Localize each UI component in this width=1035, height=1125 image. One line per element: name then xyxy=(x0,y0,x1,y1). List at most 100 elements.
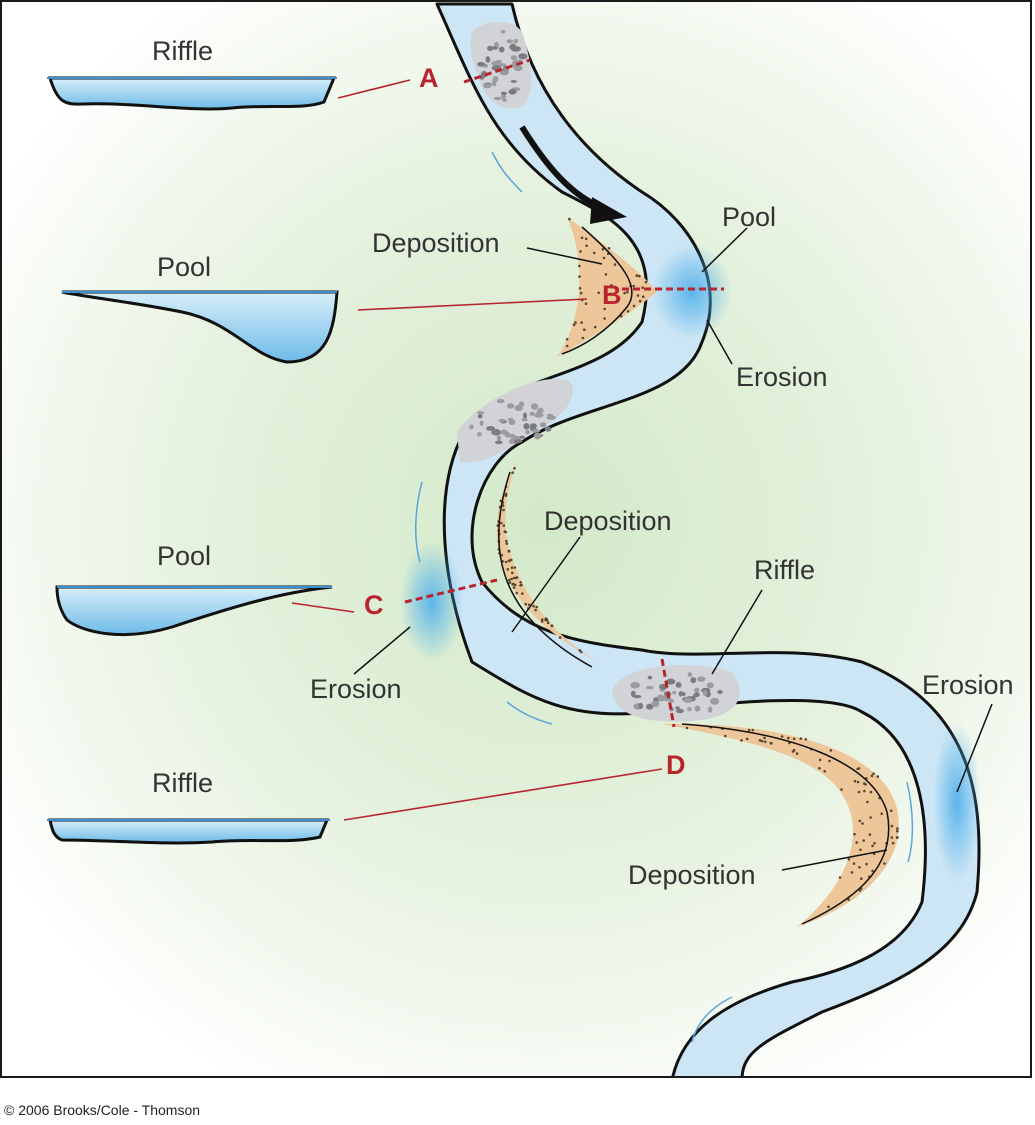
sand-speck xyxy=(519,584,522,587)
sand-speck xyxy=(636,294,640,297)
sand-speck xyxy=(512,576,516,580)
sand-speck xyxy=(799,737,803,740)
label-erosion-c: Erosion xyxy=(310,674,402,704)
pebble xyxy=(495,440,503,445)
sand-speck xyxy=(641,295,645,299)
label-pool-b: Pool xyxy=(157,252,211,282)
label-deposition-low: Deposition xyxy=(628,860,756,890)
label-pool-right: Pool xyxy=(722,202,776,232)
sand-speck xyxy=(818,758,822,762)
sand-speck xyxy=(613,263,617,266)
sand-speck xyxy=(601,247,605,251)
current-line xyxy=(906,781,914,863)
sand-speck xyxy=(635,274,639,277)
sand-speck xyxy=(852,862,856,865)
pebble xyxy=(675,706,680,710)
pebble xyxy=(496,398,505,404)
pebble xyxy=(676,708,684,714)
sand-speck xyxy=(751,728,755,732)
pebble xyxy=(544,426,552,432)
sand-speck xyxy=(550,624,554,628)
current-line xyxy=(691,996,733,1043)
sand-speck xyxy=(856,780,860,784)
pebble xyxy=(630,682,640,689)
pool-deep-right xyxy=(933,722,981,882)
sand-speck xyxy=(507,550,511,553)
pebble xyxy=(521,418,528,422)
sand-speck xyxy=(861,822,864,825)
sand-speck xyxy=(572,323,576,327)
pebble xyxy=(669,698,675,703)
sand-speck xyxy=(511,471,514,475)
pebble xyxy=(506,39,514,44)
sand-speck xyxy=(578,649,581,652)
pebble xyxy=(675,682,682,688)
pebble xyxy=(523,412,527,419)
current-line xyxy=(415,481,423,563)
pebble xyxy=(647,675,653,680)
sand-speck xyxy=(579,250,582,253)
pebble xyxy=(500,91,507,96)
pebble xyxy=(694,687,700,693)
connector-b xyxy=(357,298,588,311)
sand-speck xyxy=(580,236,584,240)
sand-speck xyxy=(869,816,872,819)
pebble xyxy=(694,705,701,712)
sand-speck xyxy=(818,767,821,770)
sand-speck xyxy=(791,750,795,753)
pebble xyxy=(690,677,697,684)
sand-speck xyxy=(603,307,606,311)
pebble xyxy=(707,706,713,713)
sand-speck xyxy=(508,581,512,584)
thalweg-line-mid xyxy=(497,471,593,668)
sand-speck xyxy=(510,566,514,569)
sand-speck xyxy=(872,772,875,775)
pebble xyxy=(651,700,660,708)
sand-speck xyxy=(515,576,519,579)
profile-pool-c xyxy=(55,585,333,637)
sand-speck xyxy=(626,290,629,294)
label-riffle-a: Riffle xyxy=(152,36,213,66)
letter-c: C xyxy=(364,590,384,620)
sand-speck xyxy=(584,302,588,306)
profile-riffle-d xyxy=(48,818,330,845)
label-erosion-b: Erosion xyxy=(736,362,828,392)
sand-speck xyxy=(578,264,581,268)
sand-speck xyxy=(565,338,569,341)
pebble xyxy=(493,96,502,101)
connector-d xyxy=(343,768,663,821)
pebble xyxy=(510,55,518,61)
sand-speck xyxy=(857,767,861,770)
pebble xyxy=(511,46,521,52)
sand-speck xyxy=(519,581,522,584)
label-deposition-b: Deposition xyxy=(372,228,500,258)
sand-speck xyxy=(870,774,874,778)
label-pool-c: Pool xyxy=(157,541,211,571)
letter-a: A xyxy=(419,63,439,93)
pebble xyxy=(717,689,723,694)
sand-speck xyxy=(535,605,538,609)
sand-speck xyxy=(871,844,874,848)
sand-speck xyxy=(758,739,762,742)
gravel-riffle-b xyxy=(457,378,574,463)
sand-speck xyxy=(869,790,873,794)
sand-speck xyxy=(873,841,876,845)
pebble xyxy=(491,429,502,436)
sand-speck xyxy=(883,862,886,865)
sand-speck xyxy=(604,273,608,276)
sand-speck xyxy=(584,237,588,241)
pebble xyxy=(672,690,677,695)
pebble xyxy=(638,702,644,710)
pebble xyxy=(529,423,537,429)
pebble xyxy=(498,46,505,53)
sand-speck xyxy=(504,530,508,534)
marker-line-a xyxy=(463,58,531,84)
pebble xyxy=(687,707,692,712)
sand-speck xyxy=(609,292,612,296)
sand-speck xyxy=(502,524,506,527)
pebble xyxy=(687,672,693,677)
sand-speck xyxy=(632,304,636,308)
sand-speck xyxy=(895,836,899,840)
sand-speck xyxy=(823,769,826,773)
